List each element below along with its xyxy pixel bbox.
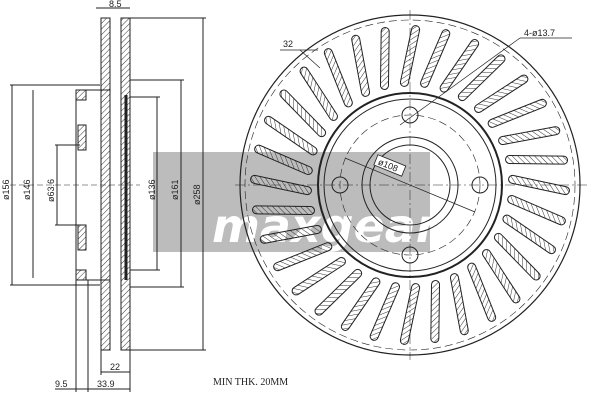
cooling-vane — [340, 277, 381, 331]
cooling-vane — [508, 174, 570, 196]
front-view — [235, 10, 590, 360]
cooling-vane — [502, 214, 556, 255]
cooling-vane — [439, 39, 480, 93]
cooling-vane — [299, 66, 338, 121]
cooling-vane — [259, 224, 322, 244]
cooling-vane — [273, 242, 333, 272]
cooling-vane — [279, 89, 327, 138]
cooling-vane — [351, 34, 371, 97]
cooling-vane — [314, 268, 363, 316]
cooling-vane — [467, 262, 497, 322]
dim-156: ø156 — [1, 179, 11, 200]
dim-33-9: 33.9 — [97, 379, 115, 389]
cooling-vane — [399, 25, 421, 87]
cooling-vane — [323, 48, 353, 108]
dim-258: ø258 — [192, 184, 202, 205]
cooling-vane — [482, 249, 521, 304]
cooling-vane — [369, 282, 400, 341]
cooling-vane — [420, 29, 451, 88]
cooling-vane — [251, 205, 315, 216]
dim-22: 22 — [110, 362, 120, 372]
cooling-vane — [430, 280, 441, 344]
cooling-vane — [250, 174, 312, 196]
cooling-vane — [449, 273, 469, 336]
side-view — [10, 7, 206, 392]
dim-161: ø161 — [170, 179, 180, 200]
dim-63-6: ø63.6 — [46, 179, 56, 202]
min-thickness-note: MIN THK. 20MM — [213, 377, 288, 388]
vane-group — [250, 25, 570, 345]
cooling-vane — [399, 283, 421, 345]
dim-146: ø146 — [22, 179, 32, 200]
cooling-vane — [291, 257, 346, 296]
cooling-vane — [493, 232, 541, 281]
dim-8-5: 8.5 — [109, 0, 122, 9]
dim-9-5: 9.5 — [55, 379, 68, 389]
bolt-holes-label: 4-ø13.7 — [524, 28, 555, 38]
cooling-vane — [264, 115, 318, 156]
cooling-vane — [254, 144, 313, 175]
vane-count-label: 32 — [283, 39, 293, 49]
dim-136: ø136 — [147, 179, 157, 200]
cooling-vane — [498, 126, 561, 146]
cooling-vane — [379, 26, 390, 90]
cooling-vane — [507, 195, 566, 226]
cooling-vane — [457, 54, 506, 102]
cooling-vane — [505, 154, 569, 165]
cooling-vane — [487, 98, 547, 128]
cooling-vane — [474, 74, 529, 113]
